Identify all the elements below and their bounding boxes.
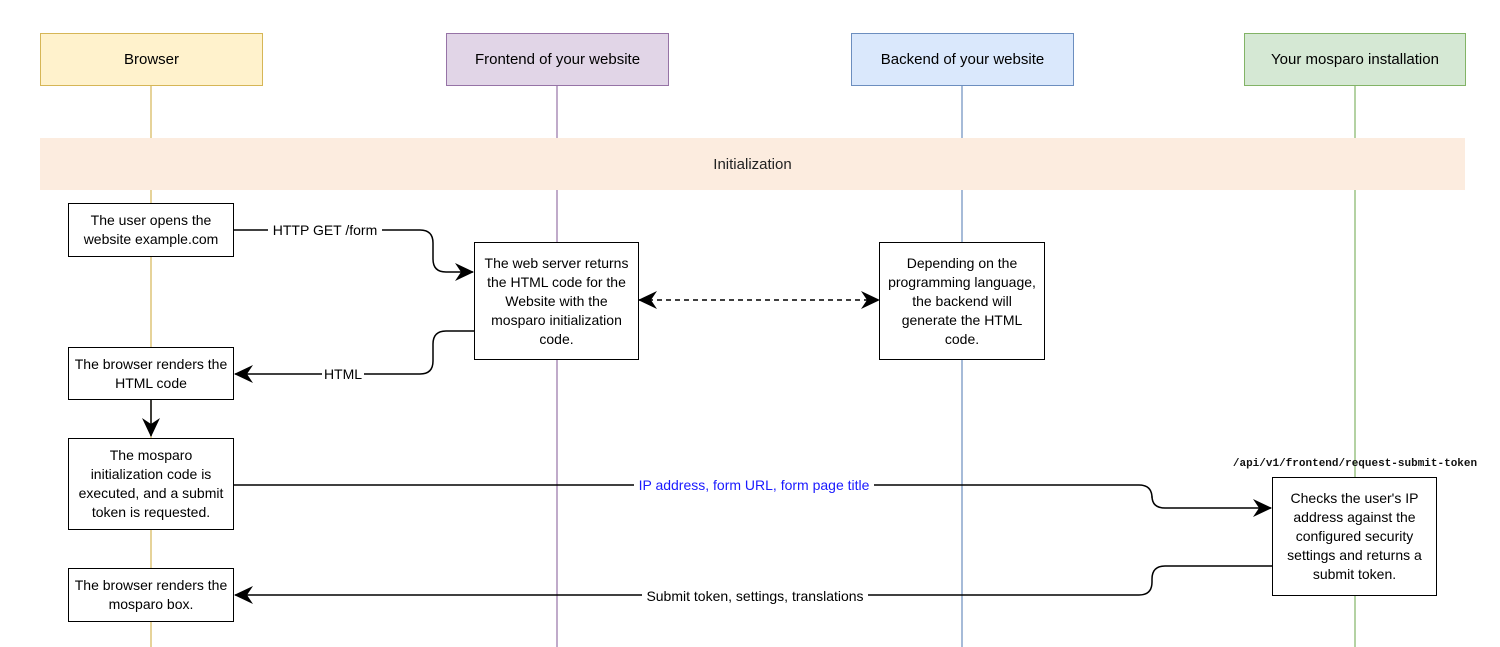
step-init-executed: The mosparo initialization code is execu… <box>68 438 234 530</box>
step-user-opens: The user opens the website example.com <box>68 203 234 257</box>
label-html: HTML <box>324 366 362 382</box>
lane-header-mosparo: Your mosparo installation <box>1244 33 1466 86</box>
label-http-get: HTTP GET /form <box>273 222 378 238</box>
section-initialization: Initialization <box>40 138 1465 190</box>
arrow-ip-form <box>233 484 1272 517</box>
arrow-submit-token <box>234 565 1272 604</box>
arrow-http-get <box>233 229 474 281</box>
label-ip-form: IP address, form URL, form page title <box>639 477 870 493</box>
lane-header-browser: Browser <box>40 33 263 86</box>
step-browser-renders-html: The browser renders the HTML code <box>68 347 234 400</box>
arrow-html <box>234 330 474 383</box>
step-browser-renders-box: The browser renders the mosparo box. <box>68 568 234 622</box>
lane-header-backend: Backend of your website <box>851 33 1074 86</box>
step-server-returns: The web server returns the HTML code for… <box>474 242 639 360</box>
lane-header-frontend: Frontend of your website <box>446 33 669 86</box>
step-checks-ip: Checks the user's IP address against the… <box>1272 477 1437 596</box>
step-backend-generates: Depending on the programming language, t… <box>879 242 1045 360</box>
label-submit-token: Submit token, settings, translations <box>646 588 863 604</box>
endpoint-label: /api/v1/frontend/request-submit-token <box>1233 458 1477 470</box>
